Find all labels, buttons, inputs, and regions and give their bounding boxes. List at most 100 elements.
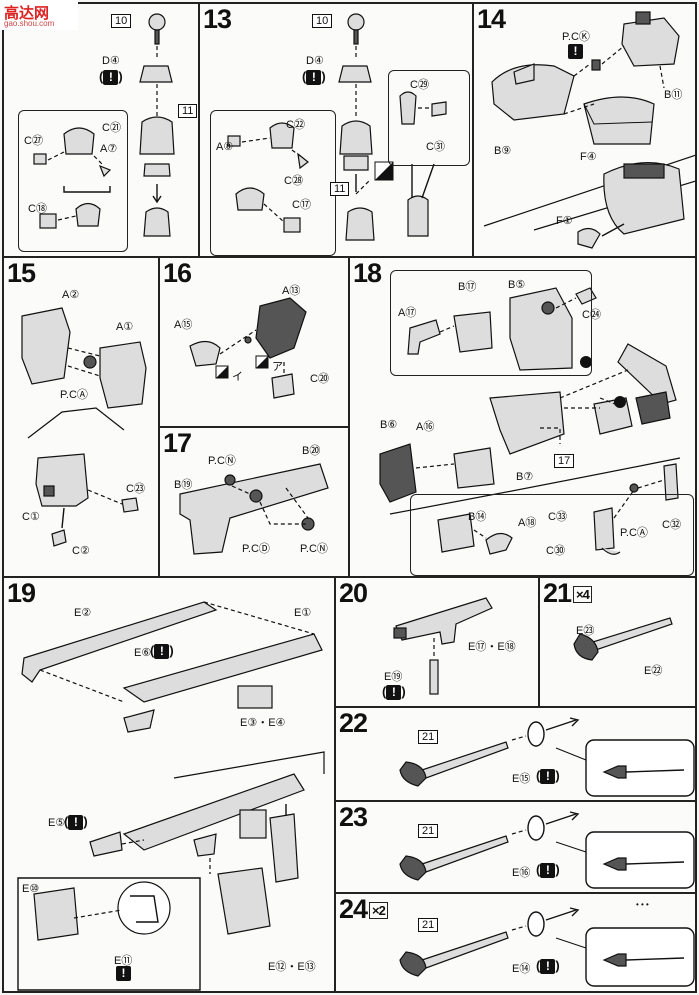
part-label: B⑲ <box>174 479 193 491</box>
step-number: 16 <box>163 258 192 288</box>
part-label: C㉑ <box>102 122 121 134</box>
panel-step-24: 24×2 21 E⑭ (!) • • • <box>334 892 697 993</box>
panel-step-22: 22 21 E⑮ (!) <box>334 706 697 802</box>
part-label: E⑭ <box>512 963 531 975</box>
part-label: E⑪ <box>114 955 133 967</box>
part-label: A② <box>62 289 80 301</box>
step-number: 24×2 <box>339 894 388 926</box>
panel-step-23: 23 21 E⑯ (!) <box>334 800 697 894</box>
part-label: E⑫・E⑬ <box>268 961 316 973</box>
part-label: B⑨ <box>494 145 512 157</box>
step-15-art <box>21 307 147 547</box>
part-label: E⑯ <box>512 867 531 879</box>
part-label: E⑰・E⑱ <box>468 641 516 653</box>
part-label: P.CⒶ <box>60 389 88 401</box>
warning-mark: (!) <box>536 862 560 878</box>
step-13-art <box>227 13 447 241</box>
part-label: P.CⓃ <box>208 455 236 467</box>
subassembly-frame <box>18 110 128 252</box>
part-label: E⑮ <box>512 773 531 785</box>
warning-mark: (!) <box>536 768 560 784</box>
part-label: C⑱ <box>28 203 47 215</box>
panel-step-16: 16 A⑬ A⑮ C⑳ イ ア <box>158 256 350 428</box>
warning-mark: (!) <box>150 643 174 659</box>
part-label: C② <box>72 545 90 557</box>
subassembly-frame-top <box>390 270 592 376</box>
part-label: E㉓ <box>576 625 595 637</box>
step-number: 23 <box>339 802 368 832</box>
subassembly-ref-box: 11 <box>330 182 350 196</box>
part-label: B⑦ <box>516 471 534 483</box>
step-number: 14 <box>477 4 506 34</box>
part-label: E⑥ <box>134 647 152 659</box>
step-22-art <box>399 717 695 797</box>
step-24-art <box>399 907 695 987</box>
step-19-art <box>17 601 325 991</box>
part-label: A⑦ <box>100 143 118 155</box>
part-label: C㉙ <box>410 79 429 91</box>
part-label: E① <box>294 607 312 619</box>
step-21-art <box>573 617 673 661</box>
part-label: A⑰ <box>398 307 417 319</box>
part-label: E③・E④ <box>240 717 286 729</box>
part-label: A⑧ <box>216 141 234 153</box>
part-label: C① <box>22 511 40 523</box>
part-label: E⑤ <box>48 817 66 829</box>
part-number-box: 10 <box>111 14 132 28</box>
warning-mark: (!) <box>64 814 88 830</box>
part-label: A⑯ <box>416 421 435 433</box>
part-label: A⑬ <box>282 285 301 297</box>
warning-mark: ! <box>568 44 583 59</box>
warning-mark: (!) <box>99 69 123 85</box>
step-number: 13 <box>203 4 232 34</box>
watermark-logo: 高达网 gao.shou.com <box>0 0 78 30</box>
warning-mark: (!) <box>302 69 326 85</box>
step-23-art <box>399 811 695 889</box>
part-label: E㉒ <box>644 665 663 677</box>
part-label: A① <box>116 321 134 333</box>
panel-step-19: 19 E② E① E⑥ (!) E③・E④ <box>2 576 336 993</box>
step-17-art <box>179 463 329 555</box>
subassembly-ref-box: 11 <box>178 104 198 118</box>
symbol-label: イ <box>232 371 243 383</box>
panel-step-13: 13 <box>198 2 474 258</box>
part-label: C㉛ <box>426 141 445 153</box>
step-number: 22 <box>339 708 368 738</box>
panel-step-14: 14 P.CⓀ ! B⑪ B⑨ F④ F① <box>472 2 697 258</box>
subassembly-ref-box: 21 <box>418 824 439 838</box>
part-label: E⑩ <box>22 883 40 895</box>
part-label: D④ <box>306 55 324 67</box>
part-label: P.CⒹ <box>242 543 270 555</box>
part-label: C㉗ <box>24 135 43 147</box>
part-label: A⑮ <box>174 319 193 331</box>
step-12-art <box>33 13 175 237</box>
step-20-art <box>393 597 493 695</box>
part-number-box: 10 <box>312 14 333 28</box>
symbol-label: ア <box>272 361 283 373</box>
warning-mark: ! <box>116 966 131 981</box>
subassembly-frame-right <box>388 70 470 166</box>
part-label: C㉔ <box>582 309 601 321</box>
multiplier-badge: ×2 <box>369 901 388 919</box>
step-number: 20 <box>339 578 368 608</box>
part-label: C㉝ <box>548 511 567 523</box>
part-label: E⑲ <box>384 671 403 683</box>
panel-step-15: 15 A② A① P.CⒶ C㉓ C① C② <box>2 256 160 578</box>
part-label: A⑱ <box>518 517 537 529</box>
part-label: C㉘ <box>284 175 303 187</box>
step-number: 18 <box>353 258 382 288</box>
part-label: B⑳ <box>302 445 321 457</box>
subassembly-frame <box>210 110 336 256</box>
step-number: 21×4 <box>543 578 592 610</box>
part-label: F① <box>556 215 573 227</box>
panel-step-21: 21×4 E㉓ E㉒ <box>538 576 697 708</box>
step-number: 19 <box>7 578 36 608</box>
part-label: F④ <box>580 151 597 163</box>
subassembly-ref-box: 17 <box>554 454 575 468</box>
part-label: B⑪ <box>664 89 683 101</box>
part-label: B⑥ <box>380 419 398 431</box>
part-label: E② <box>74 607 92 619</box>
part-label: C㉓ <box>126 483 145 495</box>
panel-step-12: 12 10 D④ (!) 11 C㉑ C㉗ A⑦ <box>2 2 200 258</box>
